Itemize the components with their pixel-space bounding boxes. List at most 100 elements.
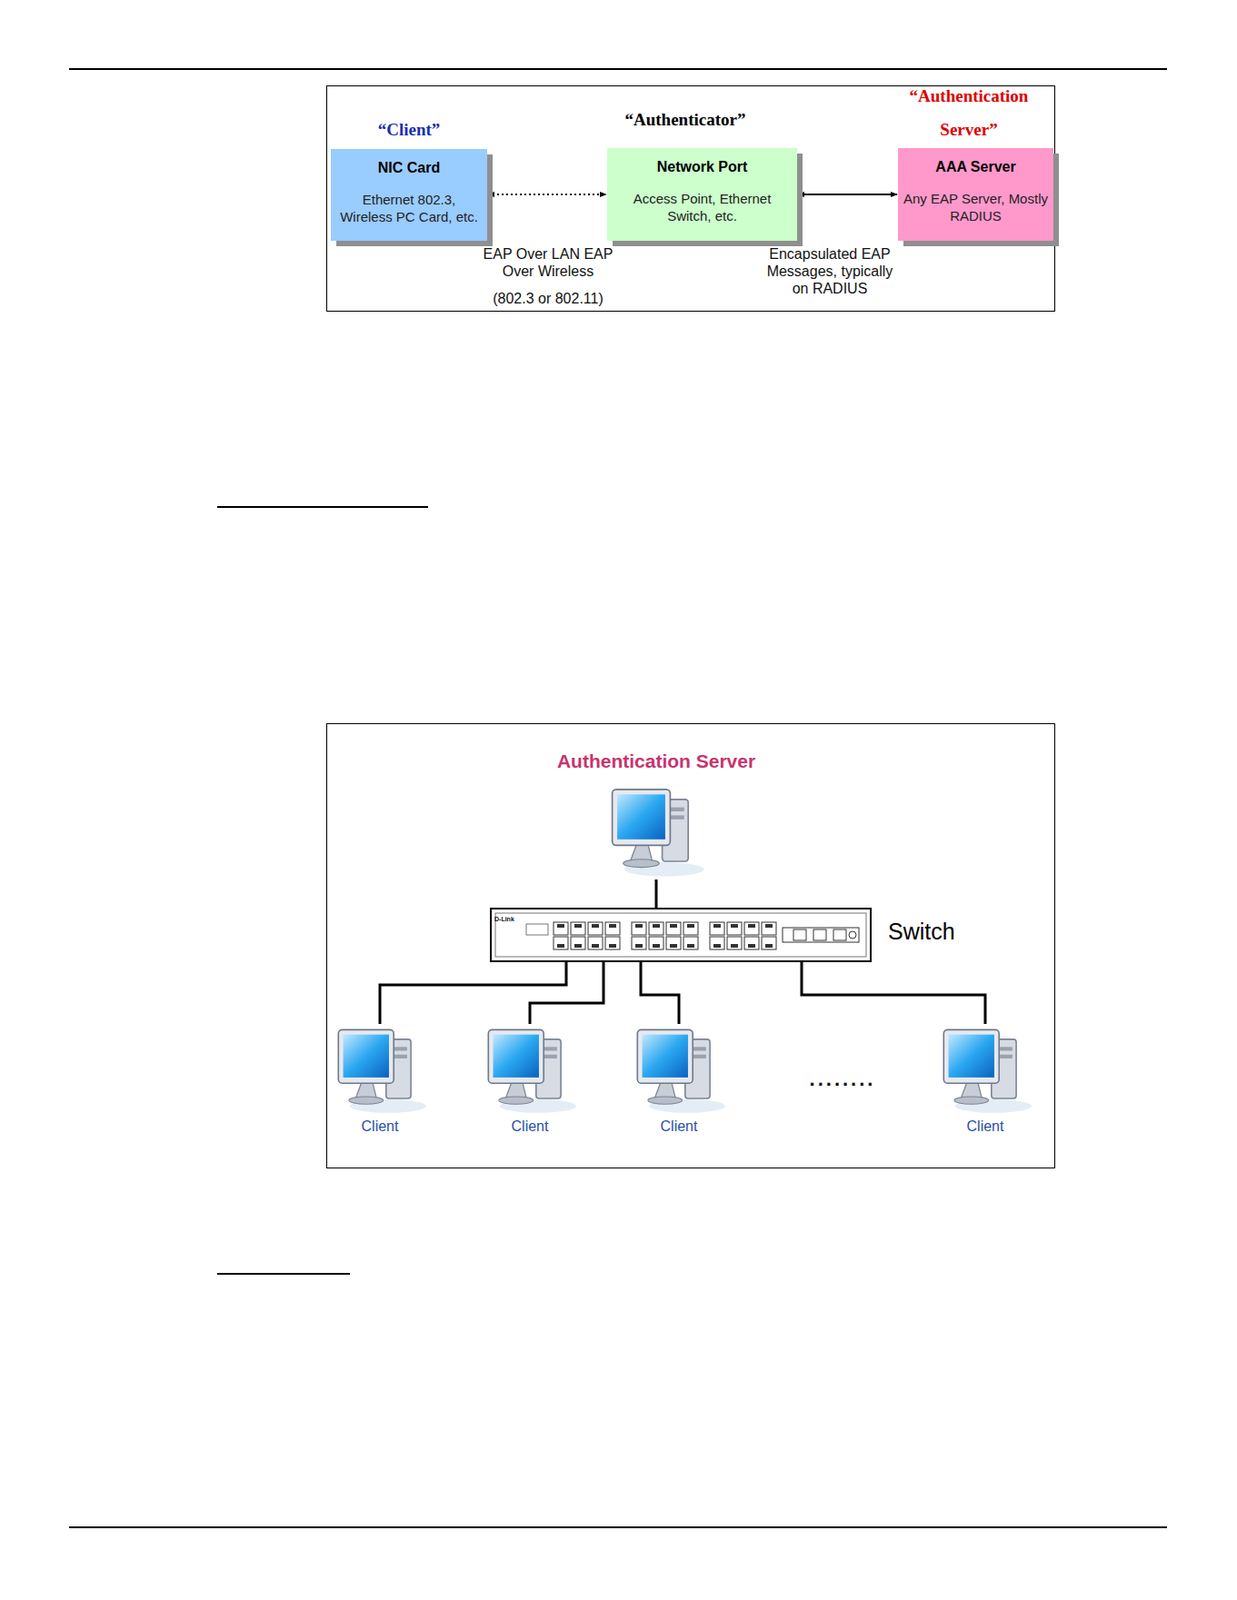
rj45-port [683, 922, 699, 936]
connector [640, 955, 679, 1025]
rj45-port [709, 922, 725, 936]
monitor-screen [617, 794, 666, 840]
connector [529, 955, 604, 1025]
box-title: Network Port [611, 159, 793, 176]
figure-frame [327, 724, 1056, 1169]
box-title: NIC Card [335, 159, 483, 177]
port-latch [765, 944, 773, 948]
port-latch [687, 924, 695, 928]
rj45-port [666, 922, 681, 936]
rj45-port [605, 922, 620, 936]
port-latch [635, 924, 643, 928]
port-latch [608, 924, 617, 928]
sfp-slot [813, 929, 827, 941]
monitor-bezel [943, 1029, 999, 1084]
link-label: (802.3 or 802.11) [479, 289, 617, 308]
rj45-port [727, 937, 742, 950]
rj45-port [631, 922, 647, 936]
rj45-port [648, 937, 664, 950]
port-latch [652, 944, 660, 948]
monitor-screen [342, 1035, 389, 1078]
link-label: Encapsulated EAP Messages, typically on … [761, 245, 898, 298]
monitor-bezel [338, 1029, 394, 1084]
link-label: EAP Over LAN EAP Over Wireless [479, 245, 617, 280]
client-label: Client [930, 1118, 1040, 1136]
rj45-port [588, 937, 603, 950]
switch-label: Switch [887, 918, 956, 946]
rj45-port [709, 937, 725, 950]
computer-icon [937, 1022, 1034, 1118]
monitor-screen [641, 1035, 688, 1078]
port-latch [557, 924, 565, 928]
rj45-port [727, 922, 742, 936]
port-latch [635, 944, 643, 948]
rj45-port [570, 937, 586, 950]
port-latch [713, 944, 721, 948]
computer-node: Client [325, 1022, 435, 1146]
computer-icon [482, 1022, 579, 1118]
monitor-base [348, 1097, 383, 1105]
box-body: Access Point, Ethernet Switch, etc. [611, 189, 793, 225]
connector [488, 193, 607, 196]
monitor-base [953, 1097, 988, 1105]
rj45-port [648, 922, 664, 936]
brand-logo: D-Link [494, 915, 526, 924]
connector [379, 955, 567, 1025]
computer-node: Client [475, 1022, 585, 1146]
computer-node: Client [624, 1022, 734, 1146]
port-latch [591, 924, 599, 928]
monitor-screen [947, 1035, 994, 1078]
monitor-base [498, 1097, 533, 1105]
rj45-port [605, 937, 620, 950]
rj45-port [666, 937, 681, 950]
rj45-port [570, 922, 586, 936]
process-box: “Client”NIC CardEthernet 802.3, Wireless… [330, 149, 488, 241]
role-heading: “Client” [330, 119, 488, 140]
connector [801, 955, 986, 1025]
rj45-port [553, 937, 569, 950]
client-label: Client [624, 1118, 734, 1136]
sfp-slot [793, 929, 807, 941]
port-latch [748, 944, 756, 948]
monitor-bezel [488, 1029, 544, 1084]
port-latch [574, 944, 582, 948]
switch-chassis [489, 907, 872, 963]
computer-icon [332, 1022, 429, 1118]
server-label: Authentication Server [519, 750, 793, 773]
monitor-base [647, 1097, 682, 1105]
port-latch [748, 924, 756, 928]
computer-node: Client [930, 1022, 1040, 1146]
ellipsis: ........ [783, 1070, 902, 1088]
process-box: “Authenticator”Network PortAccess Point,… [607, 148, 798, 241]
rj45-port [744, 937, 759, 950]
console-port [526, 924, 549, 936]
sfp-slot-area [782, 927, 859, 943]
monitor-bezel [612, 789, 671, 847]
port-latch [669, 924, 678, 928]
rj45-port [761, 937, 777, 950]
role-heading: “Authentication Server” [891, 79, 1047, 147]
rj45-port [744, 922, 759, 936]
led [848, 931, 857, 939]
computer-icon [606, 781, 707, 882]
rj45-port [683, 937, 699, 950]
port-latch [652, 924, 660, 928]
computer-icon [631, 1022, 728, 1118]
port-latch [687, 944, 695, 948]
port-latch [669, 944, 678, 948]
box-title: AAA Server [902, 159, 1049, 176]
rj45-port [761, 922, 777, 936]
port-latch [591, 944, 599, 948]
port-latch [765, 924, 773, 928]
sfp-slot [833, 929, 847, 941]
port-latch [713, 924, 721, 928]
monitor-bezel [637, 1029, 693, 1084]
port-latch [730, 944, 739, 948]
rj45-port [588, 922, 603, 936]
rj45-port [553, 922, 569, 936]
header-rule [69, 68, 1168, 70]
monitor-screen [492, 1035, 539, 1078]
monitor-base [623, 859, 660, 868]
figure-frame [327, 86, 1056, 312]
port-latch [557, 944, 565, 948]
